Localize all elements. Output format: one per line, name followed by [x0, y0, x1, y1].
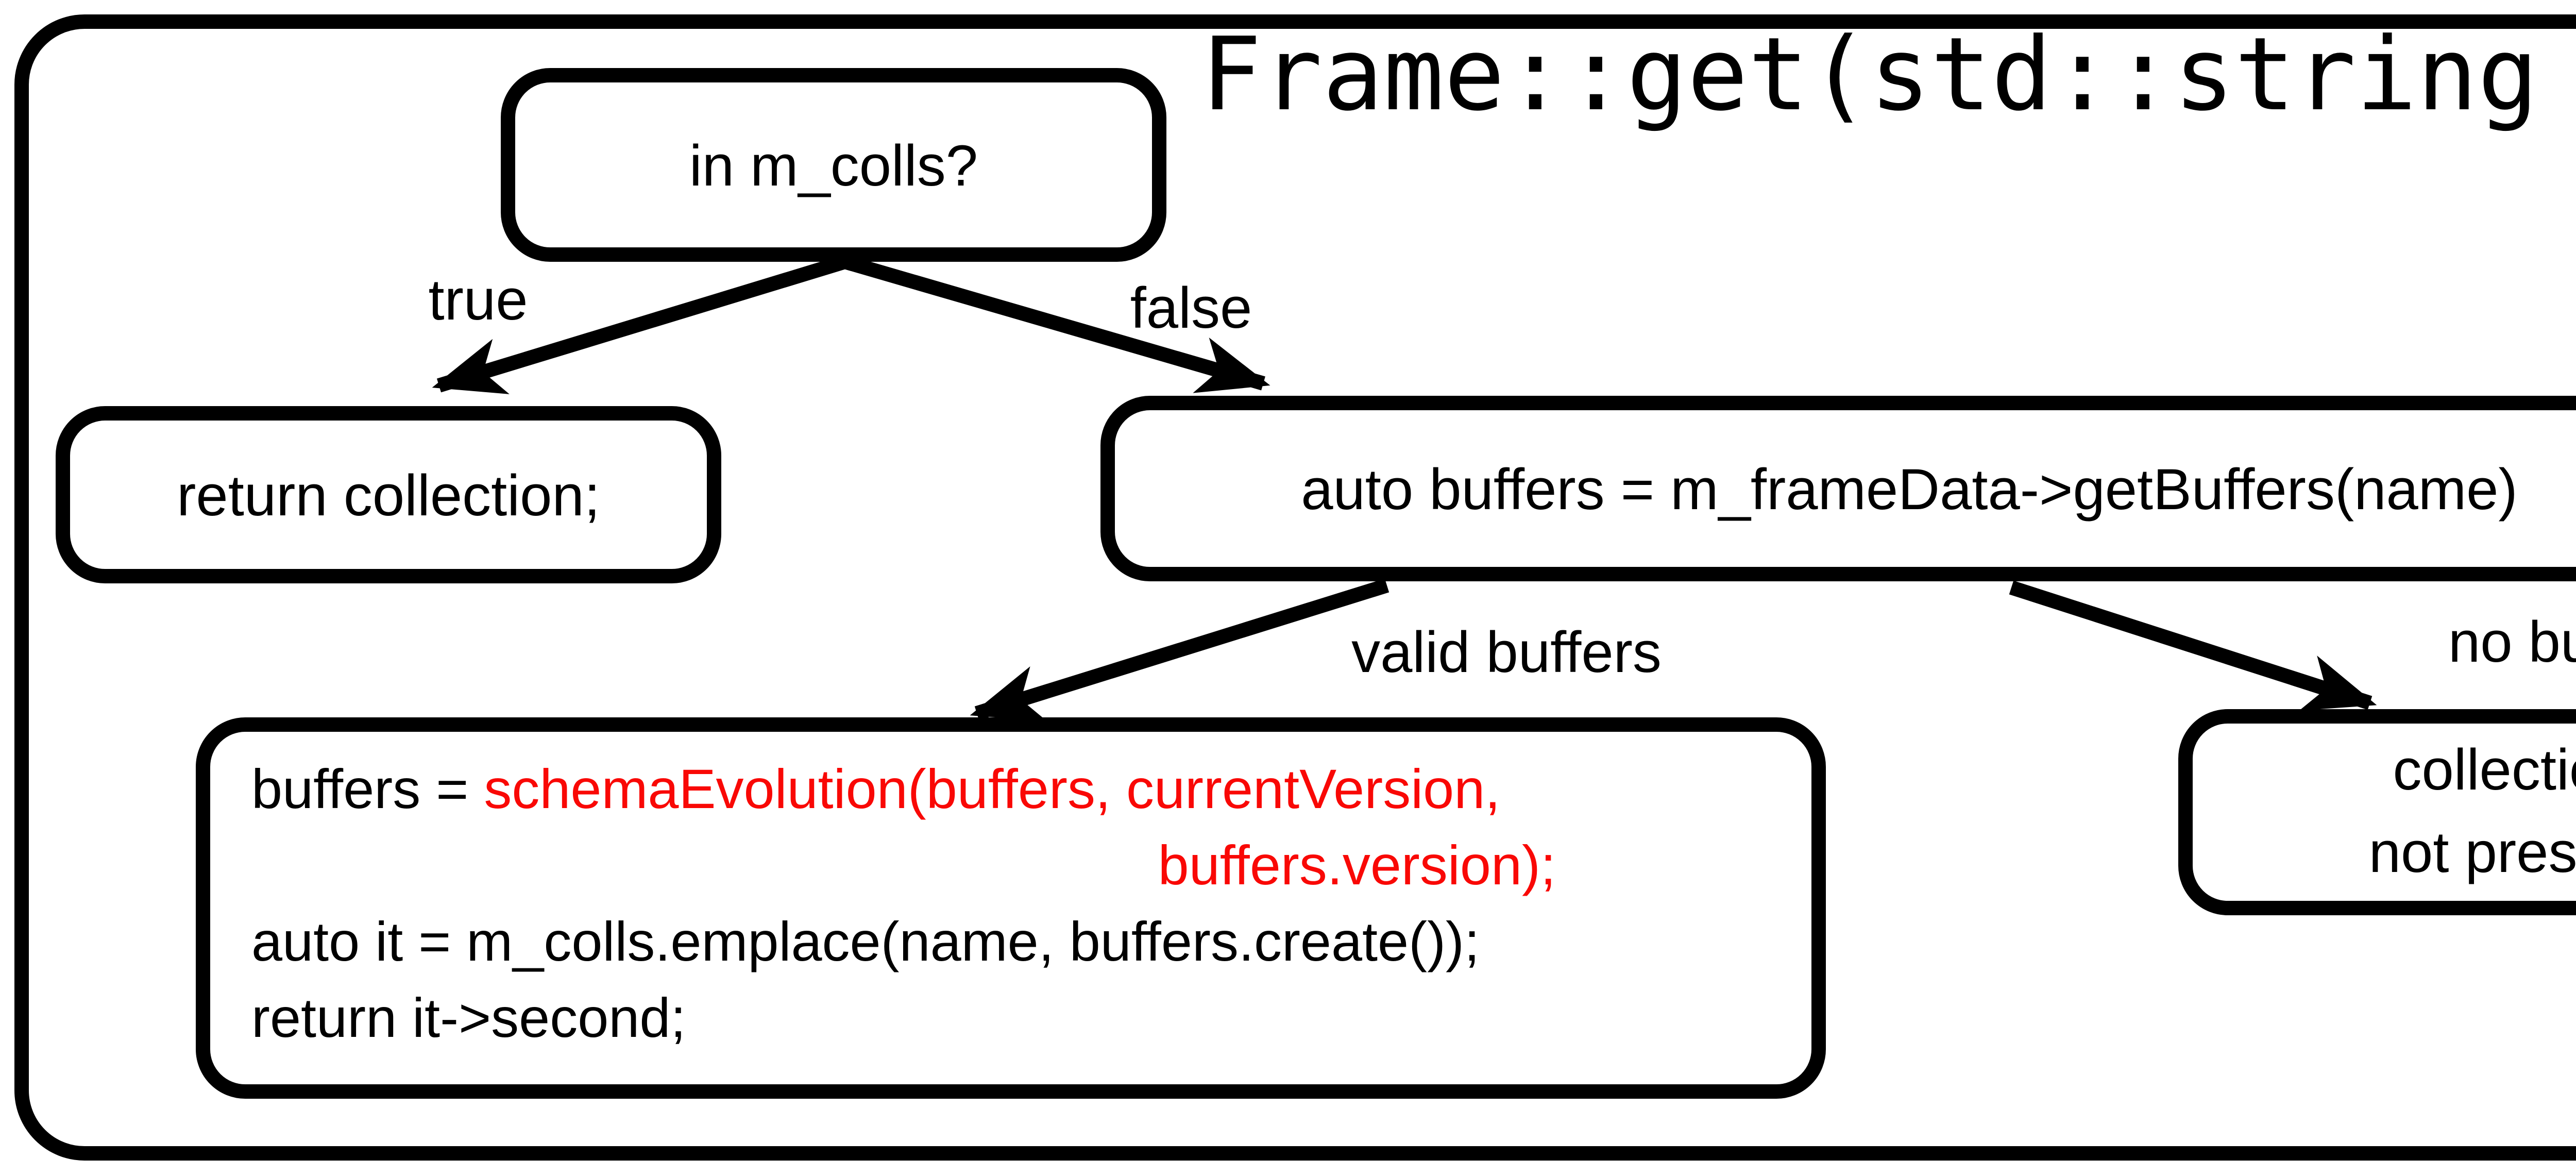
node-collection-not-present-line2: not present	[2368, 820, 2576, 884]
code-line-1: buffers = schemaEvolution(buffers, curre…	[251, 752, 1770, 829]
edge-label-false: false	[1130, 276, 1252, 340]
code-line-1-prefix: buffers =	[251, 759, 484, 820]
edge-label-valid-buffers: valid buffers	[1351, 620, 1662, 684]
node-get-buffers: auto buffers = m_frameData->getBuffers(n…	[1100, 396, 2576, 581]
node-collection-not-present: collection not present	[2178, 709, 2576, 915]
outer-frame-border	[14, 14, 2576, 1161]
code-line-2: buffers.version);	[251, 829, 1770, 905]
edge-label-true: true	[428, 268, 528, 332]
node-collection-not-present-line1: collection	[2393, 738, 2576, 802]
code-line-2-red-text: buffers.version);	[1158, 835, 1556, 897]
node-schema-evolution-code: buffers = schemaEvolution(buffers, curre…	[196, 717, 1826, 1099]
node-condition-in-m-colls: in m_colls?	[501, 68, 1166, 262]
code-line-4: return it->second;	[251, 987, 686, 1049]
code-line-1-red-text: schemaEvolution(buffers, currentVersion,	[484, 759, 1501, 820]
edge-label-no-buffers: no buffers	[2448, 610, 2576, 674]
node-condition-label: in m_colls?	[689, 133, 978, 197]
node-return-collection: return collection;	[56, 406, 721, 583]
diagram-title: Frame::get(std::string name)	[1200, 16, 2576, 134]
node-get-buffers-label: auto buffers = m_frameData->getBuffers(n…	[1301, 457, 2518, 521]
code-line-3: auto it = m_colls.emplace(name, buffers.…	[251, 911, 1480, 973]
node-return-collection-label: return collection;	[177, 463, 600, 527]
